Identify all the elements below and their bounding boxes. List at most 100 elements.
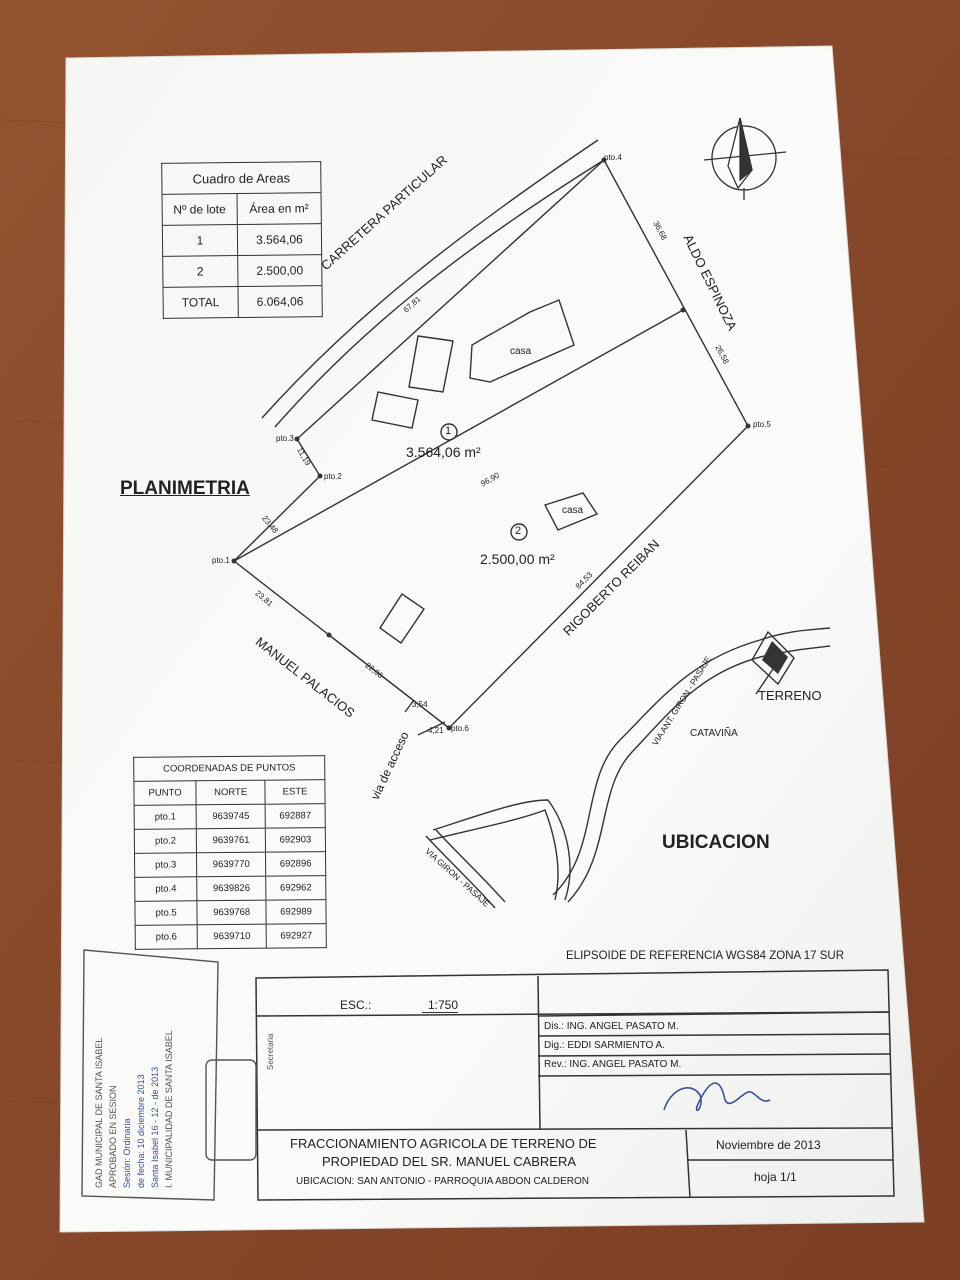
north-arrow-icon (703, 117, 787, 200)
northing: 9639745 (196, 804, 266, 829)
seal (205, 1059, 257, 1161)
lot-area: 3.564,06 (237, 223, 322, 256)
stamp-line: de fecha: 10 diciembre 2013 (136, 1074, 146, 1188)
easting: 692927 (266, 923, 327, 949)
northing: 9639761 (196, 828, 266, 853)
plan-title: PLANIMETRIA (120, 478, 250, 499)
building (371, 391, 419, 429)
road-edge (261, 139, 599, 419)
dimension-label: 3,54 (412, 700, 428, 709)
road-line (432, 799, 571, 901)
point-id: pto.2 (134, 828, 197, 854)
location-title: UBICACION (662, 832, 770, 853)
survey-point (231, 558, 237, 564)
easting: 692962 (265, 875, 326, 901)
column-header: PUNTO (133, 780, 197, 806)
point-label: pto.5 (753, 420, 771, 429)
road-line (435, 829, 506, 903)
point-label: pto.6 (451, 724, 469, 733)
date: Noviembre de 2013 (716, 1138, 821, 1152)
house-label: casa (510, 346, 532, 357)
point-id: pto.4 (134, 876, 198, 902)
lot1-area: 3.564,06 m² (406, 444, 481, 460)
survey-point (294, 436, 300, 442)
paper-sheet (59, 45, 925, 1233)
lot1-number: 1 (445, 425, 452, 437)
project-title: PROPIEDAD DEL SR. MANUEL CABRERA (322, 1154, 577, 1169)
table-row: 2 2.500,00 (162, 254, 322, 288)
easting: 692903 (265, 827, 326, 853)
point-id: pto.5 (134, 900, 198, 926)
scale-label: ESC.: (340, 998, 372, 1012)
northing: 9639826 (196, 876, 267, 901)
drafter: Dig.: EDDI SARMIENTO A. (544, 1040, 665, 1051)
stamp-line: Sesión: Ordinaria (122, 1118, 132, 1188)
terrain-marker (751, 630, 795, 686)
coordinates-table: COORDENADAS DE PUNTOS PUNTO NORTE ESTE p… (133, 755, 327, 950)
stamp-line: I. MUNICIPALIDAD DE SANTA ISABEL (164, 1030, 174, 1188)
house-label: casa (562, 505, 584, 516)
place-label: CATAVIÑA (690, 728, 738, 739)
column-header: Área en m² (236, 192, 322, 225)
point-label: pto.3 (276, 434, 294, 443)
approval-stamp: GAD MUNICIPAL DE SANTA ISABEL APROBADO E… (92, 958, 202, 1188)
dimension-label: 4,21 (428, 726, 444, 735)
lot2-area: 2.500,00 m² (480, 551, 555, 567)
survey-point (446, 725, 452, 731)
scale-value: 1:750 (422, 998, 459, 1013)
survey-point (745, 423, 751, 429)
lot-number: 2 (162, 255, 238, 288)
building (379, 593, 425, 644)
survey-point (680, 307, 686, 313)
lot-divider (233, 309, 684, 562)
column-header: NORTE (196, 780, 266, 805)
total-value: 6.064,06 (237, 285, 323, 318)
lot-area: 2.500,00 (237, 254, 322, 287)
table-row: TOTAL 6.064,06 (162, 285, 323, 319)
access-road (404, 699, 415, 713)
reviewer: Rev.: ING. ANGEL PASATO M. (544, 1059, 682, 1070)
survey-point (326, 632, 332, 638)
terrain-marker (762, 641, 788, 674)
easting: 692989 (266, 899, 327, 925)
areas-table: Cuadro de Areas Nº de lote Área en m² 1 … (161, 161, 323, 319)
point-label: pto.4 (604, 153, 622, 162)
lot2-number: 2 (515, 525, 522, 537)
stamp-line: Santa Isabel 16 - 12 - de 2013 (150, 1066, 160, 1188)
point-id: pto.1 (134, 804, 197, 830)
column-header: Nº de lote (162, 193, 238, 226)
easting: 692887 (265, 803, 326, 829)
table-row: 1 3.564,06 (162, 223, 322, 257)
ellipsoid-note: ELIPSOIDE DE REFERENCIA WGS84 ZONA 17 SU… (566, 950, 844, 962)
terrain-label: TERRENO (758, 688, 822, 703)
stamp-line: APROBADO EN SESION (108, 1085, 118, 1188)
building (469, 299, 575, 383)
northing: 9639768 (197, 900, 267, 925)
lot-divider (328, 634, 450, 729)
point-label: pto.1 (212, 556, 230, 565)
project-title: FRACCIONAMIENTO AGRICOLA DE TERRENO DE (290, 1136, 597, 1151)
northing: 9639710 (197, 924, 267, 949)
total-label: TOTAL (162, 286, 239, 319)
road-line (552, 627, 831, 896)
survey-point (601, 157, 607, 163)
signature (663, 1082, 771, 1112)
stamp-line: GAD MUNICIPAL DE SANTA ISABEL (94, 1037, 104, 1188)
sheet-number: hoja 1/1 (754, 1170, 797, 1184)
road-line (429, 809, 559, 901)
designer: Dis.: ING. ANGEL PASATO M. (544, 1021, 679, 1032)
areas-table-title: Cuadro de Areas (161, 161, 322, 195)
point-id: pto.6 (135, 924, 198, 950)
easting: 692896 (265, 851, 326, 877)
building (543, 492, 599, 531)
point-label: pto.2 (324, 472, 342, 481)
title-block-frame (255, 969, 895, 1201)
survey-point (317, 473, 323, 479)
road-edge (274, 159, 605, 428)
column-header: ESTE (264, 779, 326, 805)
road-line (425, 835, 496, 909)
